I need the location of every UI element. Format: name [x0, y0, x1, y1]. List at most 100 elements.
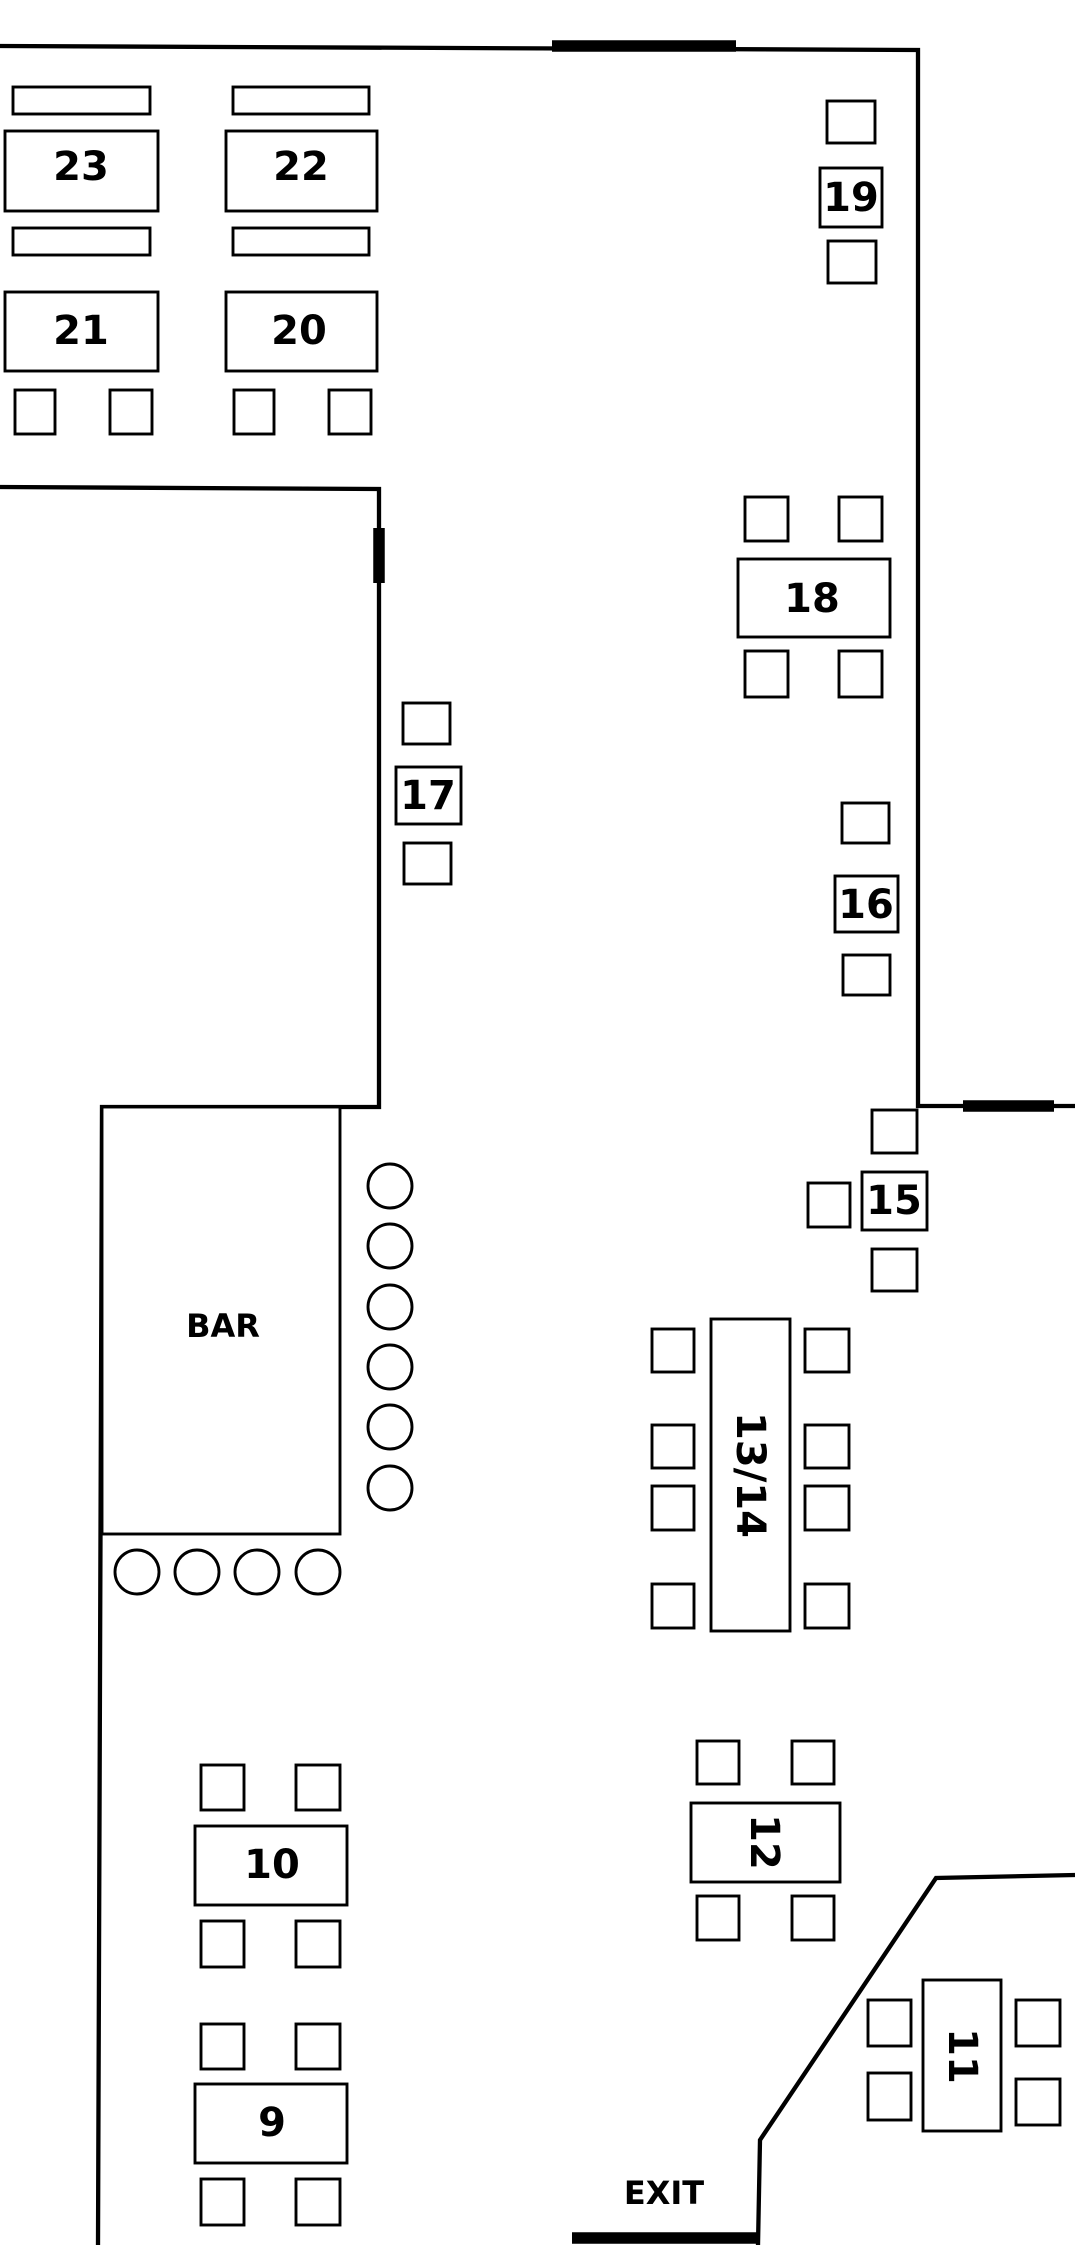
table-label: 10	[244, 1842, 300, 1888]
bar-stool	[113, 1548, 161, 1596]
chair	[790, 1894, 836, 1942]
table-18[interactable]	[736, 557, 892, 639]
chair	[650, 1327, 696, 1374]
chair	[108, 388, 154, 436]
table-label: 19	[823, 175, 879, 221]
table-label: 17	[400, 773, 456, 819]
chair	[199, 2177, 246, 2227]
table-22[interactable]	[224, 129, 379, 213]
table-group-18: 18	[736, 495, 892, 699]
bar-stool	[366, 1222, 414, 1270]
chair	[803, 1327, 851, 1374]
chair	[13, 388, 57, 436]
chair	[866, 2071, 913, 2122]
chair	[199, 2022, 246, 2071]
chair	[840, 801, 891, 845]
chair	[294, 1763, 342, 1812]
bar-stool	[366, 1403, 414, 1451]
chair	[790, 1739, 836, 1786]
table-label: 11	[939, 2028, 985, 2084]
chair	[650, 1582, 696, 1630]
chair	[803, 1582, 851, 1630]
bar-area: BAR	[100, 1105, 414, 1596]
table-17[interactable]	[394, 765, 463, 826]
table-16[interactable]	[833, 874, 900, 934]
table-group-20: 20	[224, 290, 379, 436]
bar-stool	[294, 1548, 342, 1596]
bar-stool	[366, 1162, 414, 1210]
table-21[interactable]	[3, 290, 160, 373]
chair	[199, 1763, 246, 1812]
chair	[650, 1484, 696, 1532]
table-10[interactable]	[193, 1824, 349, 1907]
bar-stool	[366, 1464, 414, 1512]
chair	[870, 1108, 919, 1155]
table-9[interactable]	[193, 2082, 349, 2165]
table-label: 20	[271, 308, 327, 354]
chair	[743, 649, 790, 699]
chair	[402, 841, 453, 886]
chair	[1014, 2077, 1062, 2127]
bar-stool	[366, 1283, 414, 1331]
table-group-19: 19	[818, 99, 884, 285]
chair	[650, 1423, 696, 1470]
bar-counter[interactable]	[100, 1105, 342, 1536]
table-label: 13/14	[727, 1412, 773, 1538]
chair	[870, 1247, 919, 1293]
table-group-13-14: 13/14	[650, 1317, 851, 1633]
bar-stool	[366, 1343, 414, 1391]
chair	[327, 388, 373, 436]
chair	[803, 1423, 851, 1470]
table-label: 23	[53, 144, 109, 190]
table-group-21: 21	[3, 290, 160, 436]
table-20[interactable]	[224, 290, 379, 373]
chair	[825, 99, 877, 145]
table-group-16: 16	[833, 801, 900, 997]
table-group-15: 15	[806, 1108, 929, 1293]
table-15[interactable]	[860, 1170, 929, 1232]
table-label: 18	[784, 576, 840, 622]
chair	[695, 1739, 741, 1786]
table-label: 16	[838, 882, 894, 928]
chair	[837, 649, 884, 699]
table-group-23: 23	[3, 85, 160, 257]
table-19[interactable]	[818, 166, 884, 229]
chair	[743, 495, 790, 543]
chair	[1014, 1998, 1062, 2048]
table-12[interactable]	[689, 1801, 842, 1884]
chair	[803, 1484, 851, 1532]
bar-label: BAR	[186, 1307, 260, 1345]
table-label: 15	[866, 1178, 922, 1224]
table-group-22: 22	[224, 85, 379, 257]
table-label: 12	[741, 1814, 787, 1870]
table-group-12: 12	[689, 1739, 842, 1942]
wall-exit-angled	[755, 1872, 1075, 2245]
doors	[373, 40, 1054, 2244]
table-label: 21	[53, 308, 109, 354]
table-11[interactable]	[921, 1978, 1003, 2133]
bar-stool	[173, 1548, 221, 1596]
chair	[806, 1181, 852, 1229]
chair	[826, 239, 878, 285]
chair	[294, 2177, 342, 2227]
bench-bottom	[11, 226, 152, 257]
chair	[866, 1998, 913, 2048]
table-label: 9	[258, 2100, 286, 2146]
table-group-17: 17	[394, 701, 463, 886]
bar-stool	[233, 1548, 281, 1596]
table-group-9: 9	[193, 2022, 349, 2227]
chair	[401, 701, 452, 746]
chair	[695, 1894, 741, 1942]
table-label: 22	[273, 144, 329, 190]
wall-top-and-right-upper	[0, 43, 1075, 1109]
chair	[294, 2022, 342, 2071]
bench-top	[11, 85, 152, 116]
bench-bottom	[231, 226, 371, 257]
table-13-14[interactable]	[709, 1317, 792, 1633]
table-group-10: 10	[193, 1763, 349, 1969]
exit-label: EXIT	[624, 2174, 704, 2212]
chair	[232, 388, 276, 436]
chair	[837, 495, 884, 543]
table-23[interactable]	[3, 129, 160, 213]
